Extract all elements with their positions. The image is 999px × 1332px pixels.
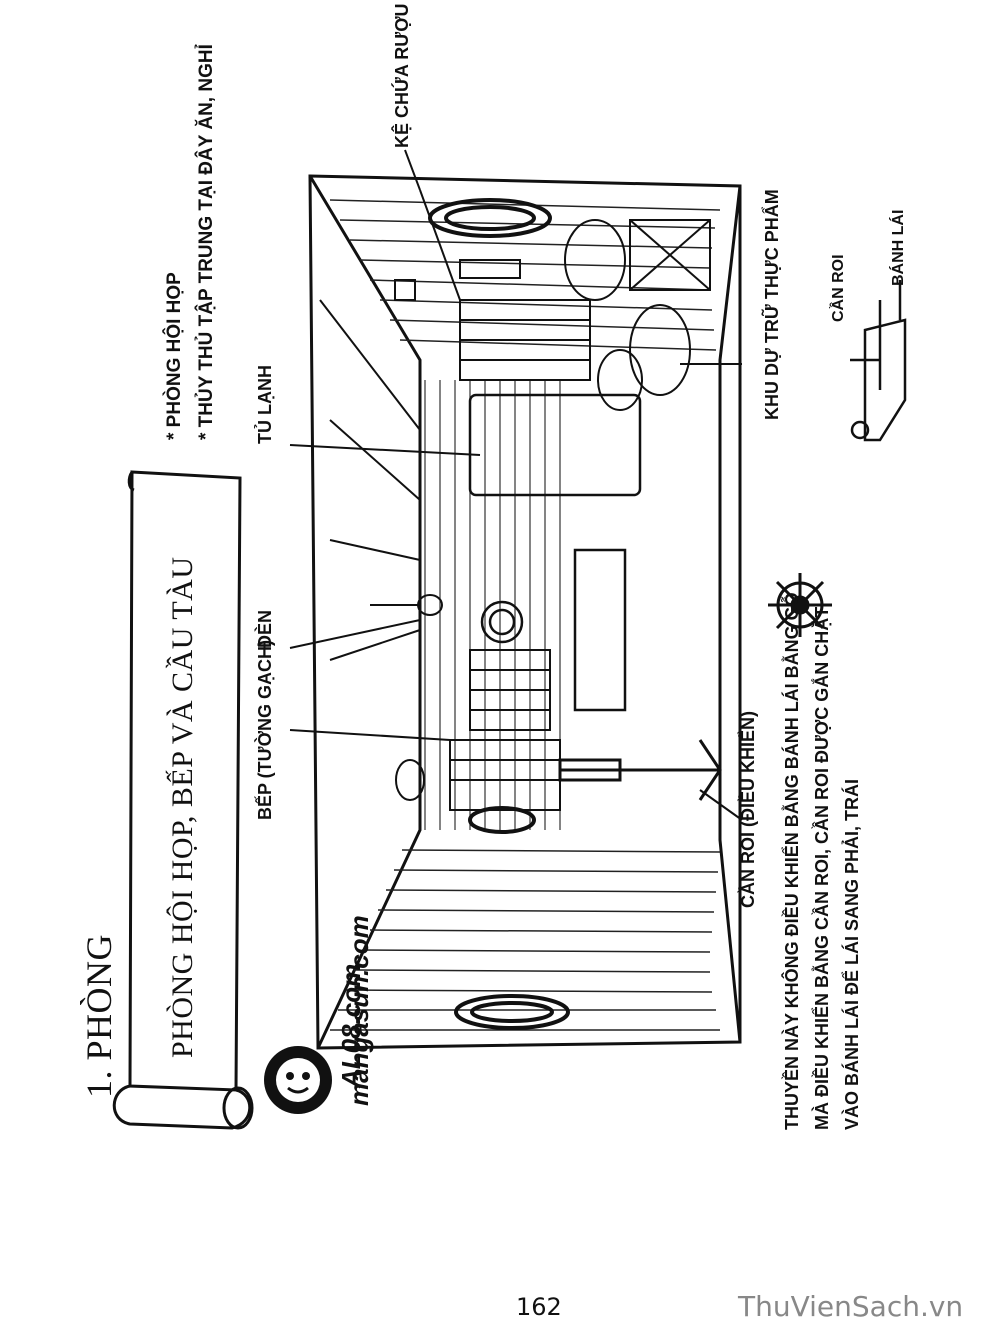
caption-line-1: THUYỀN NÀY KHÔNG ĐIỀU KHIỂN BẰNG BÁNH LÁ… [782,592,802,1130]
wall-planks [329,199,721,1031]
note-line-1: * PHÒNG HỘI HỌP [164,272,185,440]
section-heading: 1. PHÒNG [79,933,119,1098]
label-beer-shelf: KỆ CHỨA RƯỢU BIA [392,0,412,148]
caption-line-3: VÀO BÁNH LÁI ĐỂ LÁI SANG PHẢI, TRÁI [842,778,862,1130]
caption-line-2: MÀ ĐIỀU KHIỂN BẰNG CẦN ROI, CẦN ROI ĐƯỢC… [812,606,832,1130]
porthole-top [428,198,552,238]
porthole-bottom [454,994,570,1030]
pointer-lines [289,149,743,821]
label-storage: KHU DỰ TRỮ THỰC PHẨM [762,189,782,420]
note-line-2: * THỦY THỦ TẬP TRUNG TẠI ĐÂY ĂN, NGHỈ [196,44,217,440]
stove [395,649,561,811]
page-number: 162 [516,1293,562,1321]
porthole-mid [468,806,536,834]
section-subheading: PHÒNG HỘI HỌP, BẾP VÀ CẦU TÀU [166,556,199,1058]
label-fridge: TỦ LẠNH [255,365,275,444]
tiller-diagram [850,280,907,442]
storage-area [394,219,711,411]
ship-wheel-icon [768,573,832,637]
label-wheel: BÁNH LÁI [890,209,907,286]
tiller-pole [558,739,722,801]
watermark-line-2: mangasun.com [344,915,374,1106]
scroll-banner [112,470,254,1130]
table [468,393,642,712]
label-tiller-control: CẦN ROI (ĐIỀU KHIỂN) [738,711,758,908]
lamp-sketch [370,594,443,616]
room-frame [308,174,742,1050]
label-stove: BẾP (TƯỜNG GẠCH) [255,640,275,820]
site-watermark: ThuVienSach.vn [738,1290,964,1323]
label-tiller: CẦN ROI [830,254,847,322]
watermark-sun-icon [264,1046,332,1114]
